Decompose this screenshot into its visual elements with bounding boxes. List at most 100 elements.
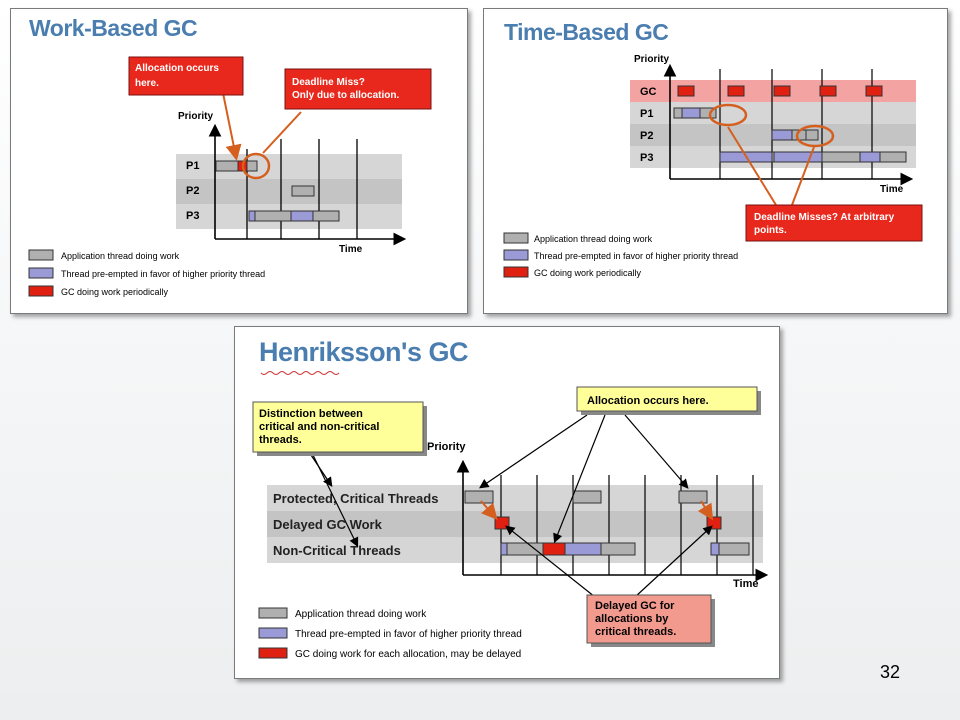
callout-distinction [252, 401, 424, 453]
legend-app-text: Application thread doing work [534, 234, 653, 244]
deadline-miss-circle-2 [795, 124, 835, 148]
bar-p2-app-2 [805, 129, 819, 141]
bar-critical-app-2 [572, 490, 602, 504]
gc-block-5 [865, 85, 883, 97]
priority-label: Priority [178, 111, 213, 122]
row-label-p2: P2 [640, 130, 653, 142]
bar-p1-app [215, 160, 239, 172]
time-based-gc-diagram: Priority Time GC P1 P2 P3 Deadl [503, 54, 923, 278]
henriksson-gc-panel: Henriksson's GC Priority Time Protected,… [234, 326, 780, 679]
legend-swatch-app [503, 232, 529, 244]
deadline-miss-circle-1 [708, 103, 748, 127]
deadline-miss-circle [241, 152, 271, 180]
legend-gc-text: GC doing work periodically [61, 287, 169, 297]
work-based-gc-diagram: Priority Time P1 P2 P3 Allocation occurs… [28, 56, 432, 297]
legend-swatch-app [28, 249, 54, 261]
row-label-non-critical: Non-Critical Threads [273, 543, 401, 558]
row-band-gc [630, 80, 916, 102]
legend-swatch-preempted [28, 267, 54, 279]
priority-label: Priority [427, 441, 466, 453]
row-label-gc: GC [640, 86, 657, 98]
legend-swatch-preempted [503, 249, 529, 261]
legend-gc-text: GC doing work periodically [534, 268, 642, 278]
henriksson-gc-diagram: Priority Time Protected, Critical Thread… [252, 371, 769, 660]
callout-alloc-text: Allocation occurs here. [587, 395, 709, 407]
callout-deadline-misses [745, 204, 923, 242]
gc-block-1 [677, 85, 695, 97]
bar-p2-pre [771, 129, 793, 141]
priority-label: Priority [634, 54, 669, 65]
callout-allocation-line-2: here. [135, 78, 159, 89]
gc-delayed-block-2 [706, 516, 722, 530]
row-band-p1 [176, 154, 402, 179]
row-label-delayed-gc: Delayed GC Work [273, 517, 383, 532]
time-label: Time [339, 244, 363, 255]
bar-noncrit-pre-1 [500, 542, 508, 556]
bar-p3-app-3 [879, 151, 907, 163]
bar-noncrit-app-1 [506, 542, 544, 556]
legend-gc-alloc-text: GC doing work for each allocation, may b… [295, 649, 521, 660]
bar-p3-app-1 [254, 210, 292, 222]
legend-preempted-text: Thread pre-empted in favor of higher pri… [534, 251, 738, 261]
gc-block-2 [727, 85, 745, 97]
time-based-gc-panel: Time-Based GC Priority Time GC P1 P2 P3 [483, 8, 948, 314]
bar-noncrit-app-3 [718, 542, 750, 556]
work-based-gc-title: Work-Based GC [29, 15, 198, 41]
callout-delayed [586, 594, 712, 644]
bar-p1-pre [681, 107, 701, 119]
callout-deadline-misses-line-1: Deadline Misses? At arbitrary [754, 212, 895, 223]
bar-critical-app-1 [464, 490, 494, 504]
legend-swatch-gc [28, 285, 54, 297]
bar-p3-app-2 [312, 210, 340, 222]
bar-p1-app-1 [673, 107, 683, 119]
legend-app-text: Application thread doing work [295, 609, 427, 620]
bar-p3-pre-3 [859, 151, 881, 163]
callout-distinction-line-1: Distinction between [259, 408, 363, 420]
row-label-p3: P3 [186, 210, 199, 222]
callout-delayed-line-1: Delayed GC for [595, 600, 675, 612]
bar-p3-pre-1 [248, 210, 256, 222]
bar-noncrit-app-2 [600, 542, 636, 556]
callout-alloc [576, 386, 758, 412]
bar-p3-app-2 [821, 151, 861, 163]
bar-p3-pre-2 [773, 151, 823, 163]
callout-distinction-line-2: critical and non-critical [259, 421, 379, 433]
callout-allocation [128, 56, 244, 96]
page-number: 32 [880, 662, 901, 682]
legend-swatch-gc [503, 266, 529, 278]
row-band-p1 [630, 102, 916, 124]
legend-preempted-text: Thread pre-empted in favor of higher pri… [295, 629, 522, 640]
row-label-p2: P2 [186, 185, 199, 197]
henriksson-gc-title: Henriksson's GC [259, 337, 469, 367]
gc-block-3 [773, 85, 791, 97]
callout-distinction-line-3: threads. [259, 434, 302, 446]
legend-swatch-gc [258, 647, 288, 659]
legend-preempted-text: Thread pre-empted in favor of higher pri… [61, 269, 265, 279]
work-based-gc-panel: Work-Based GC Priority Time P1 P2 P3 [10, 8, 468, 314]
time-based-gc-title: Time-Based GC [504, 19, 669, 45]
legend-swatch-app [258, 607, 288, 619]
row-band-p2 [176, 179, 402, 204]
bar-p2-app [291, 185, 315, 197]
time-label: Time [733, 578, 758, 590]
callout-deadline-line-1: Deadline Miss? [292, 77, 365, 88]
row-label-p3: P3 [640, 152, 653, 164]
bar-p1-app-2 [246, 160, 258, 172]
row-label-p1: P1 [640, 108, 653, 120]
legend-app-text: Application thread doing work [61, 251, 180, 261]
callout-delayed-line-3: critical threads. [595, 626, 676, 638]
bar-critical-app-3 [678, 490, 708, 504]
callout-deadline-misses-line-2: points. [754, 225, 787, 236]
bar-p3-pre-2 [290, 210, 314, 222]
bar-noncrit-pre-2 [564, 542, 602, 556]
gc-block-4 [819, 85, 837, 97]
callout-allocation-line-1: Allocation occurs [135, 63, 219, 74]
bar-p1-app-2 [699, 107, 717, 119]
callout-delayed-line-2: allocations by [595, 613, 669, 625]
spellcheck-underline [260, 371, 340, 375]
row-label-critical: Protected, Critical Threads [273, 491, 438, 506]
legend-swatch-preempted [258, 627, 288, 639]
callout-deadline-miss [284, 68, 432, 110]
bar-noncrit-pre-3 [710, 542, 720, 556]
bar-noncrit-gc [542, 542, 566, 556]
